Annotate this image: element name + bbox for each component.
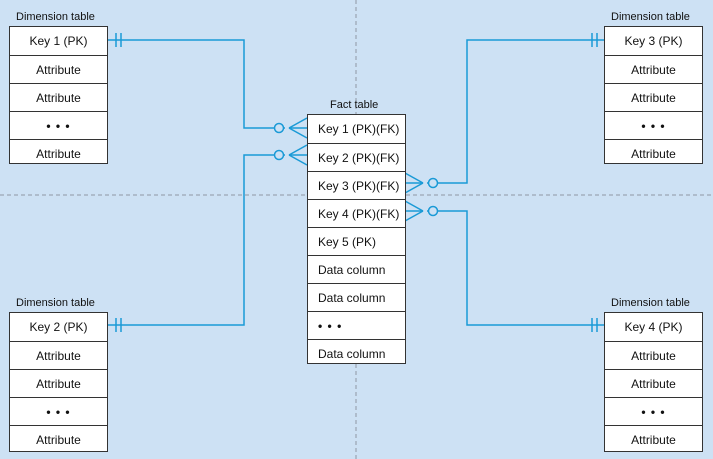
fact-table: Key 1 (PK)(FK) Key 2 (PK)(FK) Key 3 (PK)…	[307, 114, 406, 364]
ellipsis-row: • • •	[10, 111, 107, 139]
dimension-table-title: Dimension table	[611, 297, 690, 309]
table-row: Attribute	[605, 83, 702, 111]
dimension-table-key1: Key 1 (PK) Attribute Attribute • • • Att…	[9, 26, 108, 164]
dimension-table-title: Dimension table	[611, 11, 690, 23]
table-row: Attribute	[10, 55, 107, 83]
ellipsis-row: • • •	[308, 311, 405, 339]
relationship-key2	[107, 144, 308, 332]
ellipsis-row: • • •	[605, 111, 702, 139]
table-row: Key 3 (PK)(FK)	[308, 171, 405, 199]
table-row: Attribute	[10, 369, 107, 397]
table-row: Data column	[308, 283, 405, 311]
table-row: Key 1 (PK)	[29, 34, 88, 48]
table-row: Attribute	[10, 83, 107, 111]
table-row: Attribute	[10, 341, 107, 369]
table-row: Key 1 (PK)(FK)	[318, 122, 400, 136]
dimension-table-key4: Key 4 (PK) Attribute Attribute • • • Att…	[604, 312, 703, 452]
table-row: Attribute	[605, 369, 702, 397]
table-row: Key 4 (PK)(FK)	[308, 199, 405, 227]
table-row: Attribute	[605, 55, 702, 83]
table-row: Key 4 (PK)	[624, 320, 683, 334]
table-row: Key 2 (PK)(FK)	[308, 143, 405, 171]
dimension-table-key3: Key 3 (PK) Attribute Attribute • • • Att…	[604, 26, 703, 164]
table-row: Key 3 (PK)	[624, 34, 683, 48]
dimension-table-key2: Key 2 (PK) Attribute Attribute • • • Att…	[9, 312, 108, 452]
relationship-key4	[404, 200, 605, 332]
table-row: Key 5 (PK)	[308, 227, 405, 255]
relationship-key3	[404, 33, 605, 194]
table-row: Attribute	[605, 425, 702, 453]
ellipsis-row: • • •	[605, 397, 702, 425]
relationship-key1	[107, 33, 308, 139]
table-row: Attribute	[605, 341, 702, 369]
table-row: Data column	[308, 339, 405, 367]
table-row: Data column	[308, 255, 405, 283]
table-row: Attribute	[605, 139, 702, 167]
fact-table-title: Fact table	[330, 99, 379, 111]
dimension-table-title: Dimension table	[16, 11, 95, 23]
dimension-table-title: Dimension table	[16, 297, 95, 309]
table-row: Key 2 (PK)	[29, 320, 88, 334]
table-row: Attribute	[10, 425, 107, 453]
table-row: Attribute	[10, 139, 107, 167]
ellipsis-row: • • •	[10, 397, 107, 425]
